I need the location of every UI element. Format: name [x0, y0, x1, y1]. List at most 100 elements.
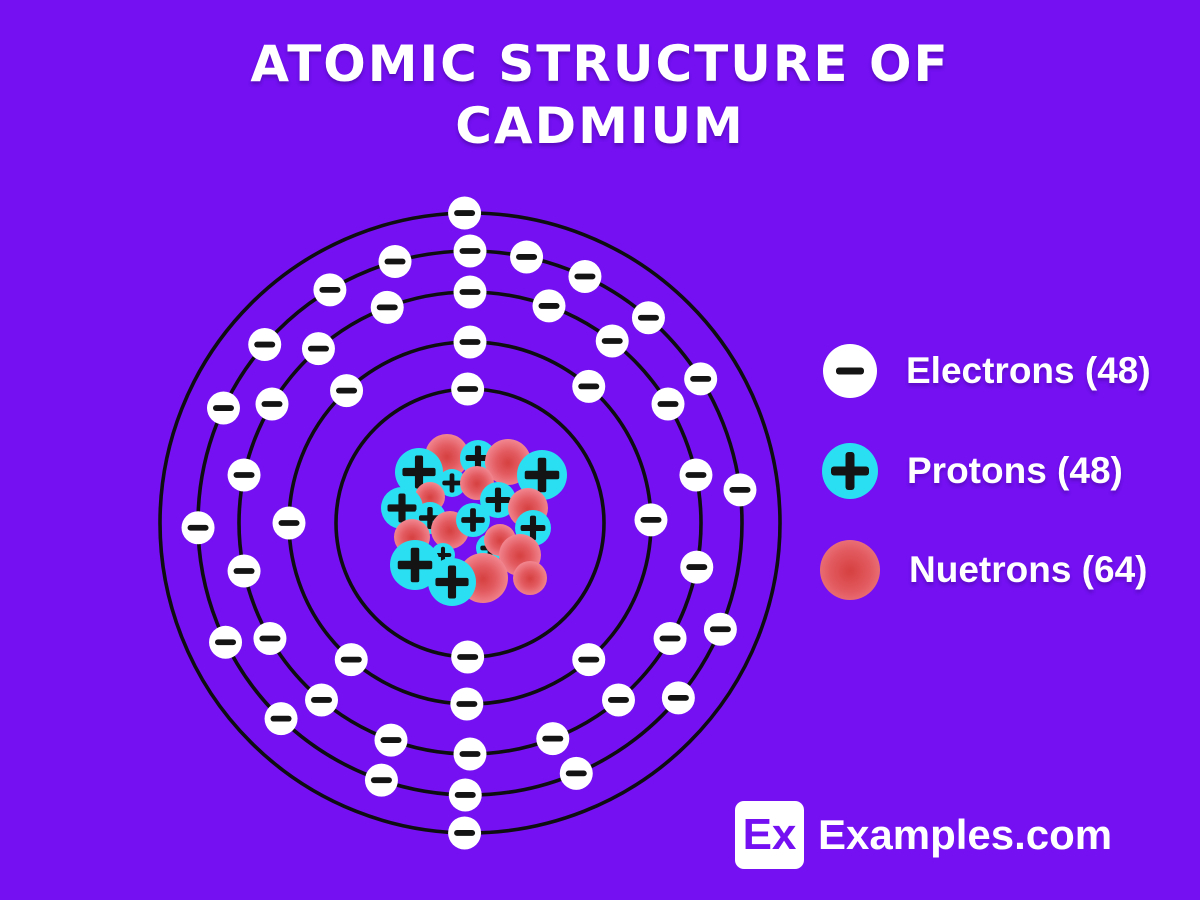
minus-glyph [376, 304, 398, 311]
minus-glyph [578, 383, 600, 390]
plus-glyph [529, 515, 537, 541]
minus-glyph [380, 737, 402, 743]
electron [272, 506, 306, 540]
minus-glyph [454, 830, 476, 836]
electron [723, 473, 757, 507]
proton [428, 558, 476, 606]
electron [448, 816, 482, 850]
electron [559, 756, 593, 790]
minus-glyph [459, 248, 481, 254]
electron [601, 683, 635, 717]
legend-row-electrons: Electrons (48) [823, 336, 1151, 406]
minus-glyph [307, 345, 329, 352]
minus-glyph [384, 258, 406, 265]
minus-glyph [690, 375, 712, 382]
nucleus [381, 434, 567, 606]
plus-glyph [537, 457, 547, 493]
electron [703, 612, 737, 646]
electron [181, 511, 215, 545]
electron [334, 643, 368, 677]
electron [313, 273, 347, 307]
electron [595, 324, 629, 358]
electron [227, 458, 261, 492]
legend-label-electrons: Electrons (48) [906, 350, 1151, 391]
electron [572, 643, 606, 677]
minus-glyph [212, 405, 234, 411]
electron [255, 387, 289, 421]
proton [456, 503, 490, 537]
logo-text: Ex [742, 810, 797, 859]
minus-glyph [565, 770, 587, 777]
plus-glyph [414, 455, 424, 489]
minus-glyph [215, 639, 237, 646]
electron [364, 763, 398, 797]
electron [450, 687, 484, 721]
minus-glyph [542, 735, 564, 742]
minus-glyph [457, 386, 479, 392]
minus-glyph [261, 401, 283, 407]
minus-glyph [454, 210, 476, 216]
minus-glyph [457, 654, 479, 660]
electron [679, 458, 713, 492]
minus-glyph [836, 367, 864, 375]
electron [532, 289, 566, 323]
electron [209, 625, 243, 659]
electron [536, 722, 570, 756]
electron [370, 290, 404, 324]
minus-glyph [254, 341, 276, 348]
minus-glyph [686, 564, 708, 570]
minus-glyph [516, 254, 538, 260]
proton [381, 487, 423, 529]
plus-glyph [470, 508, 476, 532]
electron [453, 737, 487, 771]
electron [510, 240, 544, 274]
minus-glyph [578, 656, 600, 663]
minus-glyph [456, 701, 478, 707]
proton [517, 450, 567, 500]
plus-glyph [494, 487, 502, 513]
minus-glyph [370, 777, 392, 784]
minus-glyph [657, 401, 679, 407]
minus-glyph [270, 715, 292, 722]
minus-glyph [459, 751, 481, 757]
electron [253, 622, 287, 655]
minus-glyph [729, 486, 751, 493]
plus-glyph-vertical [845, 452, 855, 490]
page-title: ATOMIC STRUCTURE OF CADMIUM [0, 33, 1200, 157]
minus-glyph [319, 286, 341, 293]
neutron [513, 561, 547, 595]
minus-circle-icon [823, 344, 877, 398]
proton [390, 540, 440, 590]
legend-label-protons: Protons (48) [907, 450, 1123, 491]
electron [568, 259, 602, 293]
minus-glyph [233, 568, 255, 574]
minus-glyph [454, 792, 476, 798]
plus-glyph [447, 565, 457, 599]
minus-glyph [336, 387, 358, 394]
electron [374, 723, 408, 757]
page-title-line2: CADMIUM [455, 97, 745, 155]
legend-row-protons: Protons (48) [822, 436, 1123, 506]
electron [264, 702, 298, 736]
branding: Ex Examples.com [735, 801, 1112, 869]
minus-glyph [259, 635, 281, 642]
site-name: Examples.com [818, 811, 1113, 858]
minus-glyph [340, 656, 362, 663]
minus-glyph [640, 516, 662, 523]
electron [684, 362, 718, 396]
electron [330, 374, 364, 408]
plus-glyph [474, 445, 482, 471]
electron [451, 640, 485, 674]
minus-glyph [278, 520, 300, 526]
minus-glyph [659, 635, 681, 642]
plus-glyph [398, 493, 406, 523]
electron [378, 245, 412, 279]
minus-glyph [187, 524, 209, 531]
minus-glyph [709, 626, 731, 633]
electron [453, 234, 487, 268]
minus-glyph [637, 314, 659, 321]
electron [448, 196, 482, 230]
electron [680, 550, 714, 584]
legend-row-neutrons: Nuetrons (64) [820, 535, 1147, 605]
electron [572, 369, 606, 403]
